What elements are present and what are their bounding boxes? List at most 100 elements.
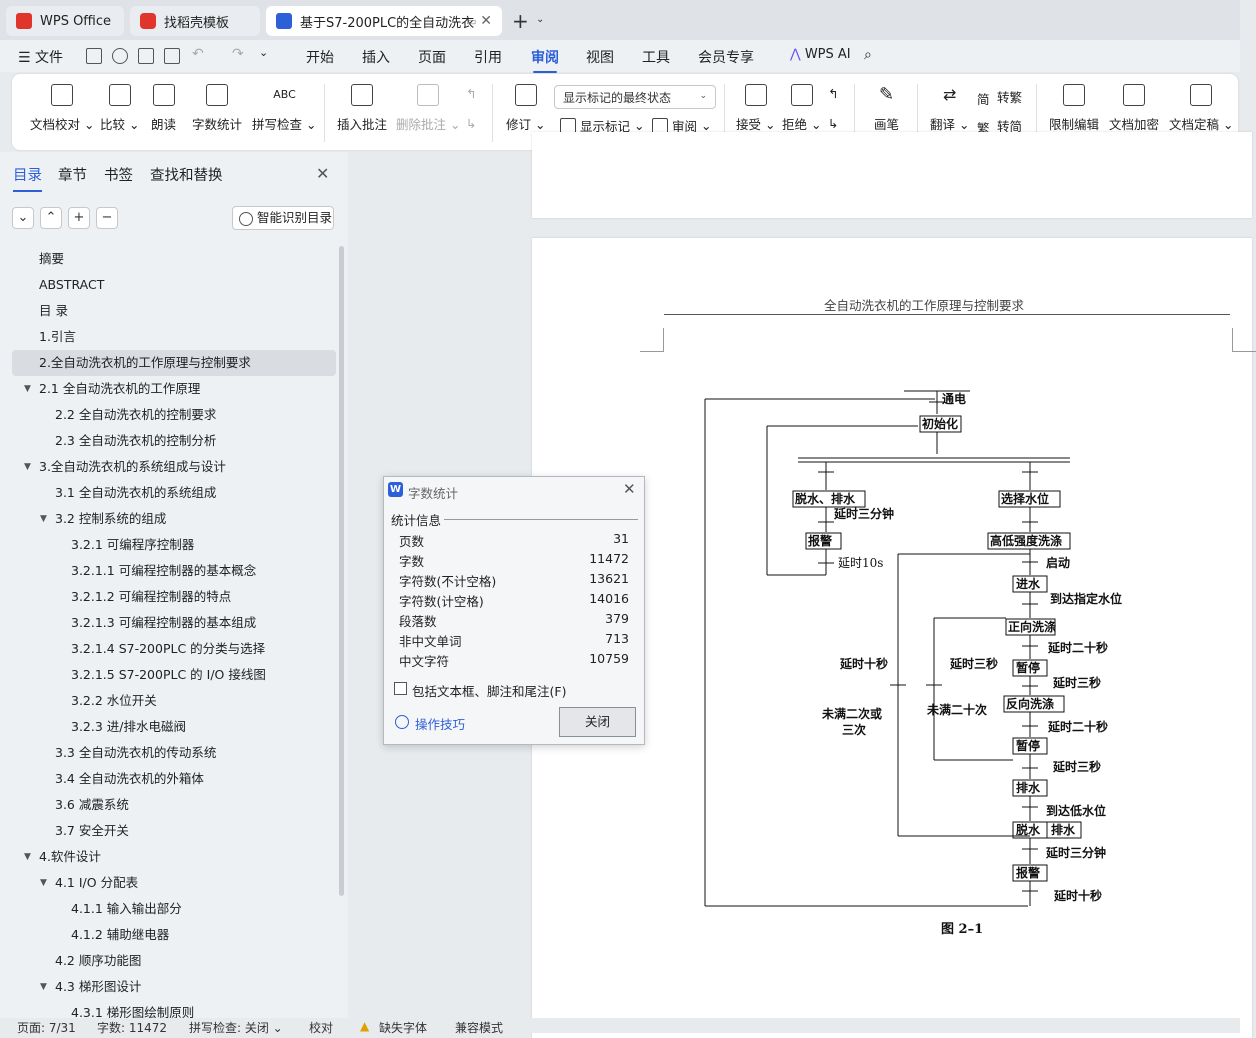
tab-bookmarks[interactable]: 书签 (104, 168, 133, 184)
quick-access-more-icon[interactable]: ⌄ (259, 46, 269, 59)
missing-font-indicator[interactable]: 缺失字体 (379, 1021, 428, 1035)
word-count-indicator[interactable]: 字数: 11472 (97, 1021, 168, 1035)
new-tab-icon[interactable]: + (512, 9, 529, 33)
proof-indicator[interactable]: 校对 (309, 1021, 334, 1035)
pen-button[interactable]: ✎画笔 (874, 84, 899, 133)
toc-item[interactable]: 4.3.1 梯形图绘制原则 (0, 1000, 340, 1026)
expand-up-button[interactable]: ⌃ (40, 207, 62, 229)
revise-button[interactable]: 修订 ⌄ (506, 84, 545, 133)
page-indicator[interactable]: 页面: 7/31 (17, 1021, 76, 1035)
toc-item[interactable]: 4.1.1 输入输出部分 (0, 896, 340, 922)
redo-icon[interactable]: ↷ (232, 46, 244, 62)
tab-document[interactable]: 基于S7-200PLC的全自动洗衣 ▭ ✕ (266, 6, 502, 36)
toc-item[interactable]: 3.2.3 进/排水电磁阀 (0, 714, 340, 740)
remove-heading-button[interactable]: − (96, 207, 118, 229)
delete-comment-button[interactable]: 删除批注 ⌄ (396, 84, 460, 133)
encrypt-button[interactable]: 文档加密 (1109, 84, 1159, 133)
print-preview-icon[interactable] (164, 48, 180, 64)
toc-item[interactable]: 3.2.1.3 可编程控制器的基本组成 (0, 610, 340, 636)
next-change-icon[interactable]: ↳ (828, 116, 839, 131)
accept-button[interactable]: 接受 ⌄ (736, 84, 775, 133)
add-heading-button[interactable]: + (68, 207, 90, 229)
toc-item[interactable]: ABSTRACT (0, 272, 340, 298)
expand-triangle-icon[interactable]: ▼ (24, 462, 31, 472)
toc-item[interactable]: 3.3 全自动洗衣机的传动系统 (0, 740, 340, 766)
chevron-down-icon[interactable]: ⌄ (536, 14, 545, 25)
expand-triangle-icon[interactable]: ▼ (24, 852, 31, 862)
include-textbox-checkbox[interactable] (394, 682, 407, 695)
markup-state-select[interactable]: 显示标记的最终状态⌄ (554, 85, 716, 109)
tab-toc[interactable]: 目录 (13, 164, 42, 192)
menu-membership[interactable]: 会员专享 (698, 50, 754, 66)
word-count-button[interactable]: 字数统计 (192, 84, 242, 133)
menu-tools[interactable]: 工具 (642, 50, 670, 66)
toc-item[interactable]: 3.2.1.4 S7-200PLC 的分类与选择 (0, 636, 340, 662)
tab-find-replace[interactable]: 查找和替换 (150, 168, 223, 184)
toc-item[interactable]: 4.2 顺序功能图 (0, 948, 340, 974)
tab-sections[interactable]: 章节 (58, 168, 87, 184)
toc-item[interactable]: 4.1.2 辅助继电器 (0, 922, 340, 948)
toc-item[interactable]: ▼4.软件设计 (0, 844, 340, 870)
expand-triangle-icon[interactable]: ▼ (24, 384, 31, 394)
expand-triangle-icon[interactable]: ▼ (40, 514, 47, 524)
translate-button[interactable]: ⇄翻译 ⌄ (930, 85, 970, 132)
finalize-button[interactable]: 文档定稿 ⌄ (1169, 84, 1233, 133)
share-icon[interactable] (112, 48, 128, 64)
read-aloud-button[interactable]: 朗读 (151, 84, 176, 133)
spell-check-indicator[interactable]: 拼写检查: 关闭 ⌄ (189, 1021, 283, 1035)
toc-item[interactable]: ▼3.2 控制系统的组成 (0, 506, 340, 532)
close-icon[interactable]: ✕ (316, 164, 330, 183)
restrict-edit-button[interactable]: 限制编辑 (1049, 84, 1099, 133)
toc-item[interactable]: 3.6 减震系统 (0, 792, 340, 818)
next-comment-icon[interactable]: ↳ (466, 116, 477, 131)
reject-button[interactable]: 拒绝 ⌄ (782, 84, 821, 133)
toc-item[interactable]: 3.4 全自动洗衣机的外箱体 (0, 766, 340, 792)
file-menu[interactable]: ☰ 文件 (18, 50, 64, 66)
toc-item[interactable]: 3.7 安全开关 (0, 818, 340, 844)
toc-item[interactable]: ▼4.1 I/O 分配表 (0, 870, 340, 896)
toc-item[interactable]: 目 录 (0, 298, 340, 324)
toc-item[interactable]: 摘要 (0, 246, 340, 272)
menu-review[interactable]: 审阅 (531, 47, 559, 73)
save-icon[interactable] (86, 48, 102, 64)
undo-icon[interactable]: ↶ (192, 46, 204, 62)
tab-wps-office[interactable]: WPS Office (6, 6, 124, 36)
insert-comment-button[interactable]: 插入批注 (337, 84, 387, 133)
toc-item[interactable]: 2.2 全自动洗衣机的控制要求 (0, 402, 340, 428)
toc-item[interactable]: 3.2.1.2 可编程控制器的特点 (0, 584, 340, 610)
close-icon[interactable]: ✕ (623, 480, 636, 498)
toc-item[interactable]: 3.2.1.5 S7-200PLC 的 I/O 接线图 (0, 662, 340, 688)
toc-item[interactable]: ▼4.3 梯形图设计 (0, 974, 340, 1000)
close-tab-icon[interactable]: ✕ (480, 13, 492, 29)
to-simplified-button[interactable]: 繁转简 (977, 116, 1022, 136)
search-icon[interactable]: ⌕ (864, 47, 872, 63)
menu-view[interactable]: 视图 (586, 50, 614, 66)
monitor-icon[interactable]: ▭ (466, 14, 477, 28)
tips-link[interactable]: 操作技巧 (415, 717, 466, 732)
toc-item[interactable]: 3.2.1 可编程序控制器 (0, 532, 340, 558)
expand-triangle-icon[interactable]: ▼ (40, 982, 47, 992)
smart-toc-button[interactable]: 智能识别目录 (232, 206, 334, 230)
toc-item[interactable]: 2.3 全自动洗衣机的控制分析 (0, 428, 340, 454)
expand-triangle-icon[interactable]: ▼ (40, 878, 47, 888)
include-textbox-label[interactable]: 包括文本框、脚注和尾注(F) (412, 684, 567, 699)
toc-item[interactable]: ▼2.1 全自动洗衣机的工作原理 (0, 376, 340, 402)
toc-item[interactable]: 1.引言 (0, 324, 340, 350)
toc-item[interactable]: 3.2.1.1 可编程控制器的基本概念 (0, 558, 340, 584)
wps-ai-button[interactable]: ⋀ WPS AI (790, 47, 851, 62)
compare-button[interactable]: 比较 ⌄ (100, 84, 139, 133)
prev-comment-icon[interactable]: ↰ (466, 86, 477, 101)
print-icon[interactable] (138, 48, 154, 64)
tab-docer[interactable]: 找稻壳模板 (130, 6, 260, 36)
toc-item[interactable]: 2.全自动洗衣机的工作原理与控制要求 (12, 350, 336, 376)
close-button[interactable]: 关闭 (559, 707, 636, 737)
menu-insert[interactable]: 插入 (362, 50, 390, 66)
toc-item[interactable]: ▼3.全自动洗衣机的系统组成与设计 (0, 454, 340, 480)
menu-page[interactable]: 页面 (418, 50, 446, 66)
toc-item[interactable]: 3.1 全自动洗衣机的系统组成 (0, 480, 340, 506)
menu-start[interactable]: 开始 (306, 50, 334, 66)
prev-change-icon[interactable]: ↰ (828, 86, 839, 101)
menu-references[interactable]: 引用 (474, 50, 502, 66)
toc-item[interactable]: 3.2.2 水位开关 (0, 688, 340, 714)
